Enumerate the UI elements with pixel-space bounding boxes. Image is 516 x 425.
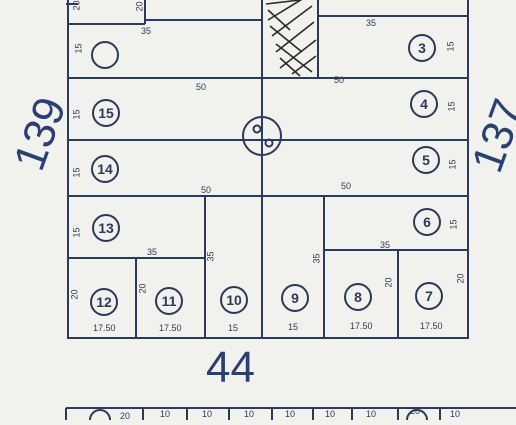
dimension-label: 35 — [380, 240, 391, 250]
parcel-boundary — [67, 0, 469, 339]
strip-label: 10 — [325, 409, 336, 419]
dimension-label: 50 — [201, 185, 212, 195]
dimension-label: 15 — [446, 101, 457, 112]
strip-label: 10 — [450, 409, 461, 419]
lot-6-label: 7 — [415, 282, 443, 310]
dimension-label: 20 — [134, 1, 145, 12]
lot-2-label: 3 — [408, 34, 436, 62]
strip-label: 10 — [202, 409, 213, 419]
strip-label: 20 — [410, 406, 421, 416]
dimension-label: 17.50 — [159, 323, 182, 333]
lot-8-label: 9 — [281, 284, 309, 312]
strip-label: 20 — [120, 411, 131, 421]
dimension-label: 17.50 — [350, 321, 373, 331]
dimension-label: 50 — [196, 82, 207, 92]
dimension-label: 17.50 — [420, 321, 443, 331]
dimension-label: 15 — [228, 323, 239, 333]
strip-label: 10 — [366, 409, 377, 419]
lot-9-label: 10 — [220, 286, 248, 314]
dimension-label: 35 — [205, 251, 216, 262]
lot-12-label: 13 — [92, 214, 120, 242]
lot-4-label: 5 — [412, 146, 440, 174]
dimension-label: 35 — [311, 253, 322, 264]
dimension-label: 20 — [137, 283, 148, 294]
dimension-label: 35 — [141, 26, 152, 36]
dimension-label: 35 — [366, 18, 377, 28]
lot-14-label: 15 — [92, 99, 120, 127]
dimension-label: 15 — [448, 219, 459, 230]
lot-11-label: 12 — [90, 288, 118, 316]
strip-label: 10 — [160, 409, 171, 419]
lot-15-label — [91, 41, 119, 69]
dimension-label: 15 — [71, 167, 82, 178]
dimension-label: 15 — [71, 227, 82, 238]
dimension-label: 20 — [383, 277, 394, 288]
dimension-label: 17.50 — [93, 323, 116, 333]
dimension-label: 20 — [69, 289, 80, 300]
dimension-label: 15 — [445, 41, 456, 52]
lot-13-label: 14 — [91, 155, 119, 183]
dimension-label: 35 — [147, 247, 158, 257]
lot-7-label: 8 — [344, 283, 372, 311]
handwritten-bottom-total: 44 — [206, 343, 255, 392]
lot-3-label: 4 — [410, 90, 438, 118]
dimension-label: 20 — [71, 0, 82, 11]
dimension-label: 20 — [455, 273, 466, 284]
lot-5-label: 6 — [413, 208, 441, 236]
dimension-label: 15 — [447, 159, 458, 170]
dimension-label: 50 — [334, 75, 345, 85]
lot-10-label: 11 — [155, 287, 183, 315]
dimension-label: 15 — [73, 43, 84, 54]
strip-label: 10 — [244, 409, 255, 419]
hatched-area — [265, 0, 317, 77]
dimension-label: 50 — [341, 181, 352, 191]
dimension-label: 15 — [288, 322, 299, 332]
strip-label: 10 — [285, 409, 296, 419]
